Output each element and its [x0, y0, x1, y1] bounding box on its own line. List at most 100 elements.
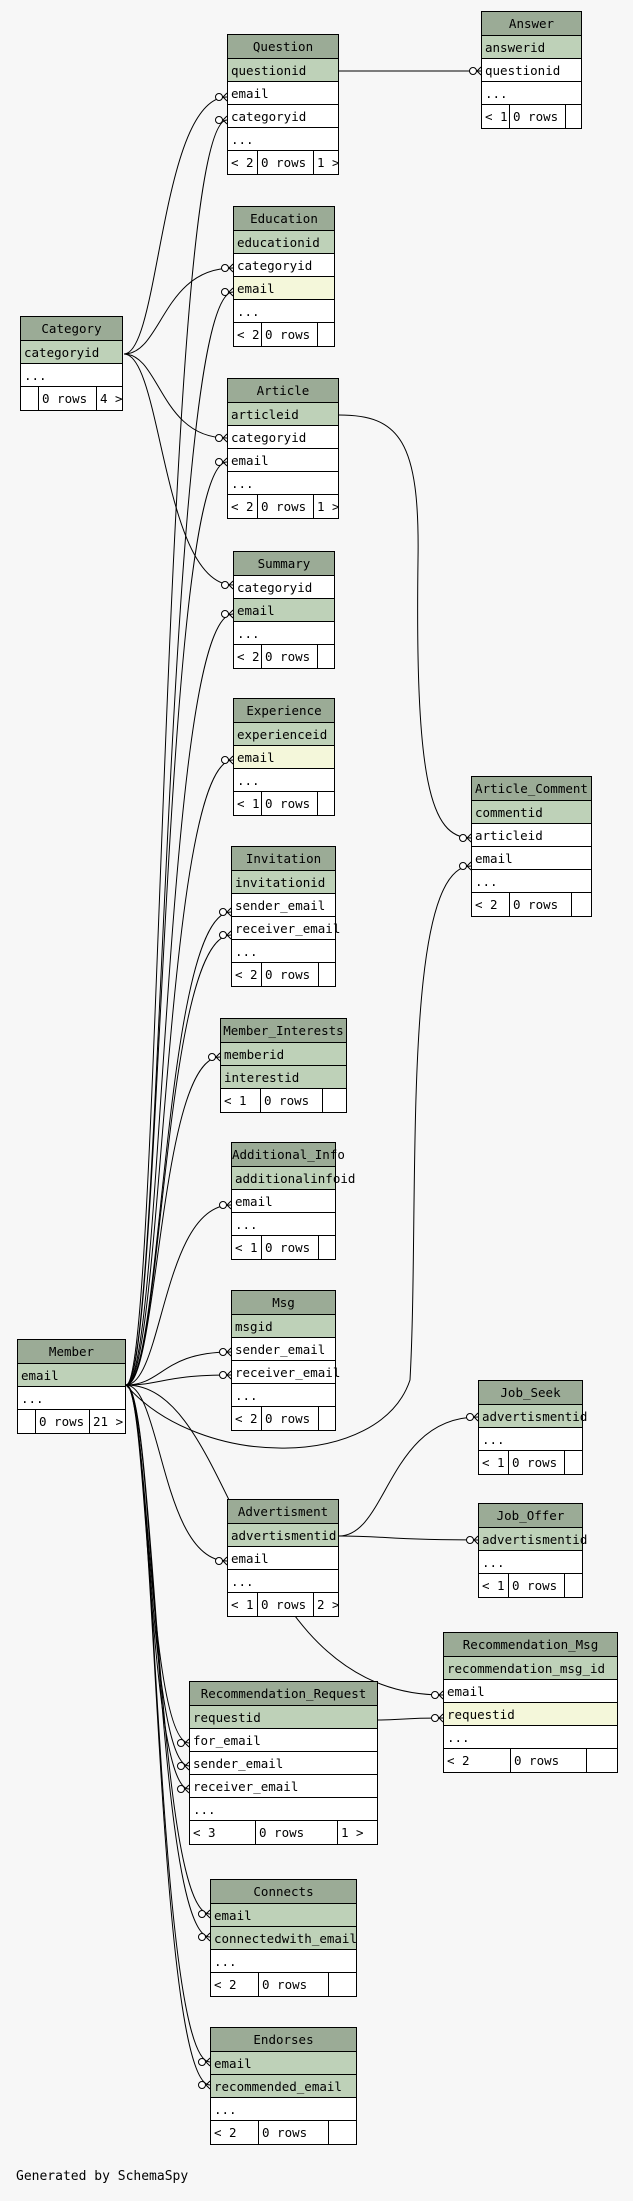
edge-category-question — [123, 96, 228, 355]
parents-count[interactable]: < 1 — [221, 1089, 261, 1112]
children-count[interactable] — [565, 1451, 582, 1474]
parents-count[interactable]: < 2 — [444, 1749, 511, 1772]
parents-count[interactable]: < 3 — [190, 1821, 256, 1844]
parents-count[interactable]: < 2 — [472, 893, 510, 916]
table-invitation[interactable]: Invitation invitationid sender_email rec… — [231, 846, 340, 987]
crows-foot-icon — [205, 1932, 211, 1942]
table-summary[interactable]: Summary categoryid email ... < 2 0 rows — [233, 551, 335, 669]
children-count[interactable] — [566, 105, 581, 128]
table-additional-info[interactable]: Additional_Info additionalinfoid email .… — [231, 1142, 355, 1260]
children-count[interactable]: 1 > — [341, 1825, 364, 1840]
column-email: email — [232, 1190, 335, 1213]
table-member[interactable]: Member email ... 0 rows 21 > — [17, 1339, 126, 1434]
zero-or-more-marker-icon — [221, 756, 229, 764]
table-answer[interactable]: Answer answerid questionid ... < 1 0 row… — [481, 11, 582, 129]
table-article-comment[interactable]: Article_Comment commentid articleid emai… — [471, 776, 592, 917]
parents-count[interactable]: < 1 — [479, 1451, 509, 1474]
row-count: 0 rows — [262, 792, 318, 815]
column-ellipsis: ... — [472, 870, 591, 893]
table-education[interactable]: Education educationid categoryid email .… — [233, 206, 335, 347]
crows-foot-icon — [184, 1738, 190, 1748]
edge-member-msg-receiver — [125, 1374, 232, 1386]
column-recommended-email: recommended_email — [211, 2075, 356, 2098]
table-category[interactable]: Category categoryid ... 0 rows 4 > — [20, 316, 123, 411]
crows-foot-icon — [226, 1347, 232, 1357]
children-count[interactable]: 21 > — [93, 1414, 124, 1429]
children-count[interactable]: 2 > — [317, 1597, 340, 1612]
parents-count[interactable] — [18, 1410, 36, 1433]
table-footer: < 1 0 rows — [234, 792, 334, 815]
children-count[interactable] — [319, 1236, 335, 1259]
table-msg[interactable]: Msg msgid sender_email receiver_email ..… — [231, 1290, 340, 1431]
parents-count[interactable]: < 1 — [479, 1574, 509, 1597]
children-count[interactable] — [319, 963, 335, 986]
parents-count[interactable]: < 1 — [228, 1593, 258, 1616]
table-advertisment[interactable]: Advertisment advertismentid email ... < … — [227, 1499, 340, 1617]
children-count[interactable]: 1 > — [317, 155, 340, 170]
children-count[interactable]: 4 > — [100, 391, 123, 406]
children-count[interactable] — [318, 323, 334, 346]
table-job-offer[interactable]: Job_Offer advertismentid ... < 1 0 rows — [478, 1503, 587, 1598]
children-count[interactable] — [565, 1574, 582, 1597]
table-title: Additional_Info — [232, 1143, 345, 1167]
parents-count[interactable]: < 1 — [234, 792, 262, 815]
table-member-interests[interactable]: Member_Interests memberid interestid < 1… — [220, 1018, 347, 1113]
parents-count[interactable]: < 2 — [232, 1407, 262, 1430]
zero-or-more-marker-icon — [177, 1785, 185, 1793]
column-ellipsis: ... — [232, 1384, 335, 1407]
table-recommendation-msg[interactable]: Recommendation_Msg recommendation_msg_id… — [443, 1632, 618, 1773]
table-footer: 0 rows 21 > — [18, 1410, 125, 1433]
edge-advertisment-job-seek — [338, 1416, 479, 1537]
table-title: Question — [228, 35, 338, 59]
column-ellipsis: ... — [482, 82, 581, 105]
parents-count[interactable]: < 2 — [234, 645, 262, 668]
edge-member-endorses-recommended — [125, 1384, 211, 2086]
table-job-seek[interactable]: Job_Seek advertismentid ... < 1 0 rows — [478, 1380, 587, 1475]
children-count[interactable] — [323, 1089, 346, 1112]
table-connects[interactable]: Connects email connectedwith_email ... <… — [210, 1879, 357, 1997]
zero-or-more-marker-icon — [215, 93, 223, 101]
column-categoryid: categoryid — [234, 576, 334, 599]
parents-count[interactable]: < 2 — [228, 495, 258, 518]
zero-or-more-marker-icon — [198, 1933, 206, 1941]
parents-count[interactable]: < 2 — [232, 963, 262, 986]
column-recommendation-msg-id: recommendation_msg_id — [444, 1657, 617, 1680]
parents-count[interactable]: < 2 — [211, 1973, 259, 1996]
column-ellipsis: ... — [232, 940, 335, 963]
edge-advertisment-job-offer — [338, 1535, 479, 1541]
children-count[interactable] — [329, 1973, 356, 1996]
column-receiver-email: receiver_email — [232, 917, 340, 940]
parents-count[interactable] — [21, 387, 39, 410]
zero-or-more-marker-icon — [198, 1910, 206, 1918]
row-count: 0 rows — [258, 151, 314, 174]
children-count[interactable] — [318, 645, 334, 668]
table-endorses[interactable]: Endorses email recommended_email ... < 2… — [210, 2027, 357, 2145]
table-recommendation-request[interactable]: Recommendation_Request requestid for_ema… — [189, 1681, 378, 1845]
table-question[interactable]: Question questionid email categoryid ...… — [227, 34, 340, 175]
column-email: email — [472, 847, 591, 870]
children-count[interactable] — [587, 1749, 617, 1772]
children-count[interactable] — [329, 2121, 356, 2144]
parents-count[interactable]: < 1 — [482, 105, 510, 128]
parents-count[interactable]: < 2 — [228, 151, 258, 174]
children-count[interactable] — [572, 893, 591, 916]
column-connectedwith-email: connectedwith_email — [211, 1927, 357, 1950]
column-ellipsis: ... — [190, 1798, 377, 1821]
row-count: 0 rows — [259, 1973, 329, 1996]
table-article[interactable]: Article articleid categoryid email ... <… — [227, 378, 340, 519]
table-footer: < 2 0 rows 1 > — [228, 495, 340, 518]
zero-or-more-marker-icon — [215, 458, 223, 466]
parents-count[interactable]: < 2 — [234, 323, 262, 346]
table-experience[interactable]: Experience experienceid email ... < 1 0 … — [233, 698, 335, 816]
children-count[interactable] — [318, 792, 334, 815]
parents-count[interactable]: < 2 — [211, 2121, 259, 2144]
children-count[interactable] — [319, 1407, 335, 1430]
column-advertismentid: advertismentid — [479, 1405, 587, 1428]
parents-count[interactable]: < 1 — [232, 1236, 262, 1259]
crows-foot-icon — [222, 92, 228, 102]
edge-member-connects-with — [125, 1384, 211, 1938]
column-ellipsis: ... — [21, 364, 122, 387]
children-count[interactable]: 1 > — [317, 499, 340, 514]
column-ellipsis: ... — [211, 1950, 356, 1973]
